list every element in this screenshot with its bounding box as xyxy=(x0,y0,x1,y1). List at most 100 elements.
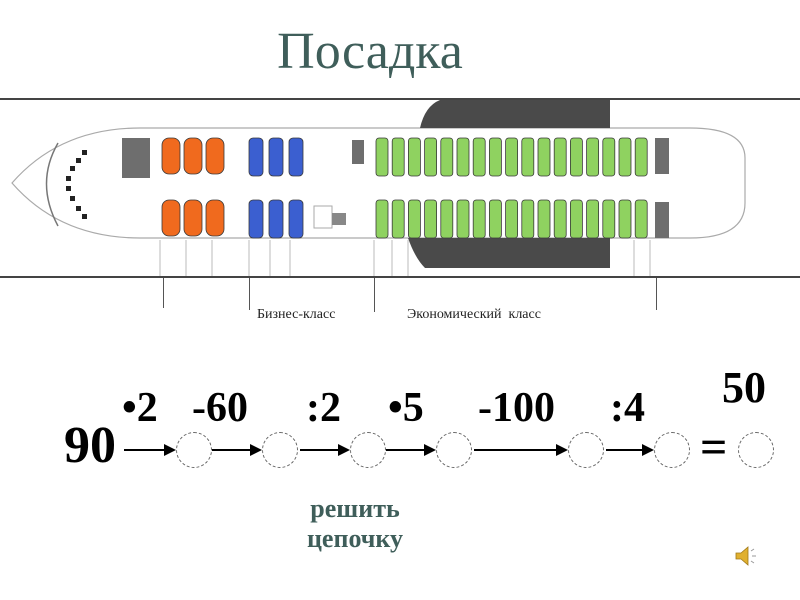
economy-seat xyxy=(424,137,438,177)
arrow-5 xyxy=(474,444,568,456)
crew-seat xyxy=(66,176,71,181)
divider-line-3 xyxy=(374,278,375,312)
equals-sign: = xyxy=(700,421,728,474)
economy-seat xyxy=(618,137,632,177)
economy-seat xyxy=(424,199,438,239)
economy-seat xyxy=(553,137,567,177)
arrow-3 xyxy=(300,444,350,456)
first-seat xyxy=(183,199,203,237)
economy-seat xyxy=(602,199,616,239)
lavatory-rear-bottom xyxy=(655,202,669,238)
economy-seat xyxy=(375,137,389,177)
divider-line-1 xyxy=(163,278,164,308)
economy-seat xyxy=(634,137,648,177)
economy-seat xyxy=(456,137,470,177)
fuselage-outline xyxy=(11,127,746,239)
first-seat xyxy=(161,199,181,237)
seat-map-frame xyxy=(0,98,800,278)
economy-seat xyxy=(586,137,599,177)
business-seat xyxy=(248,137,264,177)
first-seat xyxy=(205,137,225,175)
arrow-2 xyxy=(212,444,262,456)
galley-box xyxy=(313,205,333,229)
divider-line-2 xyxy=(249,278,250,310)
first-seat xyxy=(161,137,181,175)
operation-3: :2 xyxy=(306,385,341,431)
wing-top xyxy=(420,100,610,128)
economy-seat xyxy=(521,199,535,239)
economy-seat xyxy=(505,137,519,177)
operation-6: :4 xyxy=(610,385,645,431)
economy-class-label: Экономический класс xyxy=(407,307,541,322)
aircraft-seat-map xyxy=(11,100,746,276)
slide-title: Посадка xyxy=(277,23,463,80)
business-seat xyxy=(288,137,304,177)
answer-circle-2[interactable] xyxy=(262,432,298,468)
crew-seat xyxy=(82,150,87,155)
economy-seat xyxy=(570,137,583,177)
economy-seat xyxy=(537,199,551,239)
economy-seat xyxy=(634,199,648,239)
answer-circle-final[interactable] xyxy=(738,432,774,468)
economy-seat xyxy=(488,199,502,239)
operation-5: -100 xyxy=(478,385,555,431)
answer-circle-6[interactable] xyxy=(654,432,690,468)
business-class-label: Бизнес-класс xyxy=(257,307,336,322)
answer-circle-1[interactable] xyxy=(176,432,212,468)
economy-seat xyxy=(505,199,519,239)
economy-seat xyxy=(602,137,616,177)
economy-seat xyxy=(407,137,421,177)
first-seat xyxy=(205,199,225,237)
galley-cart xyxy=(332,213,346,225)
economy-seat xyxy=(553,199,567,239)
answer-circle-4[interactable] xyxy=(436,432,472,468)
arrow-1 xyxy=(124,444,176,456)
cockpit-arc xyxy=(45,142,59,227)
economy-seat xyxy=(537,137,551,177)
arrow-4 xyxy=(386,444,436,456)
economy-seat xyxy=(472,137,486,177)
economy-seat xyxy=(456,199,470,239)
math-chain: 90 •2 -60 :2 •5 -100 :4 = xyxy=(0,360,800,480)
divider-line-4 xyxy=(656,278,657,310)
economy-seat xyxy=(570,199,583,239)
instruction-line-2: цепочку xyxy=(306,524,404,553)
instruction-line-1: решить xyxy=(310,494,400,523)
crew-seat xyxy=(76,158,81,163)
economy-seat xyxy=(391,137,405,177)
economy-seat xyxy=(391,199,405,239)
galley-mid xyxy=(352,140,364,164)
economy-seat xyxy=(440,137,454,177)
chain-start-value: 90 xyxy=(64,417,116,474)
economy-seat xyxy=(488,137,502,177)
answer-circle-3[interactable] xyxy=(350,432,386,468)
crew-seat xyxy=(76,206,81,211)
economy-seat xyxy=(472,199,486,239)
solve-chain-instruction: решить цепочку xyxy=(270,494,440,554)
economy-seat xyxy=(618,199,632,239)
economy-seat xyxy=(521,137,535,177)
economy-seat xyxy=(375,199,389,239)
economy-seat xyxy=(440,199,454,239)
crew-seat xyxy=(70,166,75,171)
economy-seat xyxy=(407,199,421,239)
crew-seat xyxy=(82,214,87,219)
crew-seat xyxy=(70,196,75,201)
business-seat xyxy=(268,199,284,239)
operation-2: -60 xyxy=(192,385,248,431)
crew-seat xyxy=(66,186,71,191)
economy-seat xyxy=(586,199,599,239)
arrow-6 xyxy=(606,444,654,456)
business-seat xyxy=(248,199,264,239)
chain-result-value: 50 xyxy=(722,363,766,412)
operation-1: •2 xyxy=(122,385,158,431)
answer-circle-5[interactable] xyxy=(568,432,604,468)
first-seat xyxy=(183,137,203,175)
wing-bottom xyxy=(408,238,610,268)
lavatory-rear-top xyxy=(655,138,669,174)
operation-4: •5 xyxy=(388,385,424,431)
business-seat xyxy=(288,199,304,239)
business-seat xyxy=(268,137,284,177)
lavatory-front xyxy=(122,138,150,178)
speaker-icon[interactable] xyxy=(733,543,759,569)
